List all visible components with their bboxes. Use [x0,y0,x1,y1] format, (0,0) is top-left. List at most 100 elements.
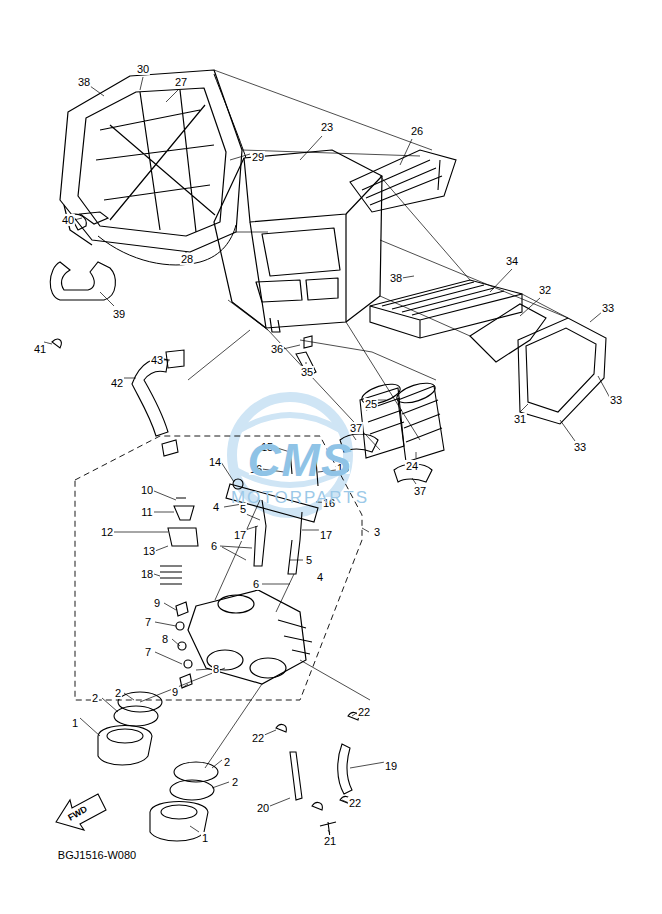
throttle-body [250,658,286,678]
leader-lines [154,547,303,610]
breather-hoses [162,440,178,456]
vacuum-hoses [276,713,358,810]
intake-duct [362,160,442,205]
callout-number: 37 [349,422,363,434]
callout-number: 29 [251,151,265,163]
breather-hoses [50,262,115,300]
callout-number: 22 [348,797,362,809]
callout-number: 8 [212,663,220,675]
callout-number: 33 [601,302,615,314]
fuel-rail-and-injectors [160,566,182,584]
throttle-body [176,622,184,630]
throttle-body [178,642,186,650]
callout-number: 17 [319,529,333,541]
callout-number: 8 [161,633,169,645]
callout-number: 2 [231,776,239,788]
airbox-case [262,228,340,276]
fuel-rail-and-injectors [168,528,198,546]
callout-number: 38 [389,272,403,284]
callout-number: 30 [136,63,150,75]
assembly-guides [188,322,436,450]
filter-gasket-and-cover [526,328,596,412]
air-filter [382,282,504,315]
callout-number: 13 [142,545,156,557]
breather-hoses [50,212,316,456]
callout-number: 3 [373,526,381,538]
callout-number: 2 [91,692,99,704]
cover-gaskets [214,74,246,158]
callout-number: 22 [357,706,371,718]
airbox-joints [398,386,444,462]
callout-number: 22 [251,732,265,744]
callout-number: 1 [71,717,79,729]
air-filter [370,280,522,338]
callout-number: 12 [100,526,114,538]
intake-joints [161,805,197,819]
vacuum-hoses [276,713,358,838]
fwd-arrow [56,794,106,830]
airbox-case [214,150,382,332]
callout-number: 43 [150,354,164,366]
callout-number: 25 [364,398,378,410]
throttle-body [184,660,192,668]
callout-number: 27 [174,76,188,88]
callout-number: 9 [153,597,161,609]
throttle-body [278,620,312,654]
callout-number: 33 [609,394,623,406]
leader-lines [44,77,610,833]
fuel-rail-and-injectors [233,479,243,489]
cover-gaskets [98,74,246,265]
assembly-guides [228,240,568,336]
callout-number: 2 [114,687,122,699]
breather-hoses [132,359,168,436]
breather-hoses [52,339,61,348]
callout-number: 19 [384,760,398,772]
callout-number: 21 [323,835,337,847]
callout-number: 6 [210,540,218,552]
airbox-case [256,278,338,302]
throttle-body [176,590,312,688]
callout-number: 42 [110,377,124,389]
airbox-case [270,318,280,332]
callout-number: 41 [33,343,47,355]
leader-lines [155,622,210,688]
watermark: CMS [247,435,352,486]
callout-number: 37 [413,485,427,497]
intake-joints [98,692,218,841]
airbox-case [214,150,382,328]
vacuum-hoses [290,752,302,800]
callout-number: 32 [538,284,552,296]
filter-gasket-and-cover [470,304,606,424]
leader-lines [74,139,512,292]
callout-number: 18 [140,568,154,580]
callout-number: 24 [405,460,419,472]
fwd-arrow [56,794,106,830]
callout-number: 36 [270,343,284,355]
callout-number: 31 [513,413,527,425]
leader-lines [90,77,322,160]
air-filter [370,280,522,338]
intake-joints [114,706,158,726]
airbox-joints [340,379,444,482]
callout-number: 7 [144,646,152,658]
airbox-case [244,158,382,222]
airbox-cover [96,90,215,232]
callout-number: 4 [316,571,324,583]
leader-lines [140,500,370,768]
fuel-rail-and-injectors [254,500,302,574]
intake-joints [98,726,152,766]
assembly-guides [214,70,470,280]
callout-number: 38 [77,76,91,88]
drawing-code: BGJ1516-W080 [57,849,137,861]
intake-joints [150,802,208,842]
callout-number: 28 [180,253,194,265]
cover-gaskets [98,225,236,265]
leader-lines [80,693,229,788]
airbox-case [250,214,346,328]
callout-number: 34 [505,255,519,267]
fuel-rail-and-injectors [174,498,194,520]
callout-number: 33 [573,441,587,453]
breather-hoses [166,350,184,368]
vacuum-hoses [338,744,352,794]
